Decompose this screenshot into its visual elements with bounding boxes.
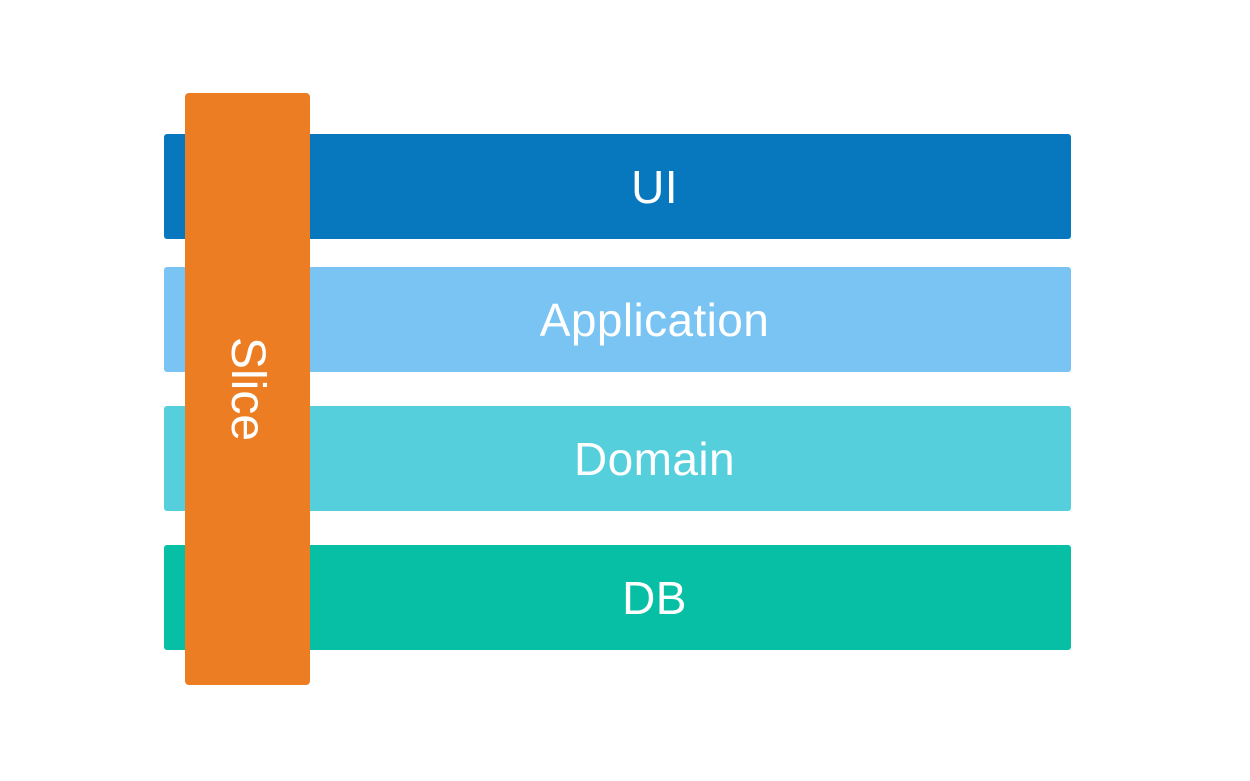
layer-bar-application[interactable]: Application — [164, 267, 1071, 372]
layer-label-ui: UI — [631, 160, 678, 213]
layer-label-application: Application — [539, 293, 770, 346]
layer-bar-ui[interactable]: UI — [164, 134, 1071, 239]
vertical-slice-label: Slice — [221, 336, 275, 442]
layer-label-db: DB — [622, 571, 687, 624]
layer-bar-domain[interactable]: Domain — [164, 406, 1071, 511]
vertical-slice-column[interactable]: Slice — [185, 93, 310, 685]
layer-bar-db[interactable]: DB — [164, 545, 1071, 650]
layer-label-domain: Domain — [574, 432, 735, 485]
